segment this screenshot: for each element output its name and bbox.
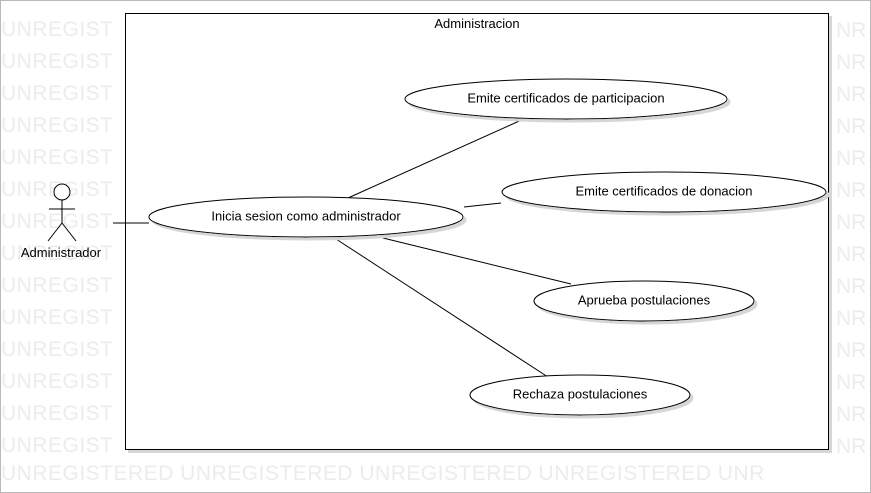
use-case-label: Inicia sesion como administrador: [211, 208, 401, 223]
use-case-donacion[interactable]: Emite certificados de donacion: [501, 171, 827, 213]
use-case-label: Rechaza postulaciones: [513, 386, 648, 401]
watermark-right: NR NR NR NR NR NR NR NR NR NR NR NR NR NR: [836, 19, 866, 458]
watermark-text: UNREGIST: [1, 434, 114, 457]
association-login-donacion: [463, 202, 502, 208]
watermark-text: UNREGIST: [1, 306, 114, 329]
associations: [113, 117, 572, 380]
association-login-rechaza: [335, 238, 552, 380]
watermark-text: UNREGIST: [1, 210, 114, 233]
svg-text:NR: NR: [836, 51, 866, 74]
svg-text:NR: NR: [836, 83, 866, 106]
watermark-text: UNREGIST: [1, 50, 114, 73]
use-case-rechaza[interactable]: Rechaza postulaciones: [469, 374, 691, 416]
svg-text:NR: NR: [836, 243, 866, 266]
actor-administrador[interactable]: Administrador: [21, 183, 102, 260]
actor-label: Administrador: [21, 245, 102, 260]
watermark-text: UNREGIST: [1, 146, 114, 169]
use-case-participacion[interactable]: Emite certificados de participacion: [404, 78, 728, 120]
watermark-text: UNREGIST: [1, 274, 114, 297]
svg-text:NR: NR: [836, 435, 866, 458]
svg-text:NR: NR: [836, 371, 866, 394]
svg-text:NR: NR: [836, 339, 866, 362]
watermark-text: UNREGIST: [1, 18, 114, 41]
use-case-login[interactable]: Inicia sesion como administrador: [148, 196, 464, 238]
use-case-aprueba[interactable]: Aprueba postulaciones: [533, 280, 755, 322]
association-login-aprueba: [382, 237, 572, 285]
use-case-label: Emite certificados de participacion: [467, 90, 664, 105]
use-case-label: Aprueba postulaciones: [578, 292, 711, 307]
watermark-text: UNREGIST: [1, 242, 114, 265]
system-boundary-title: Administracion: [434, 16, 519, 31]
svg-text:NR: NR: [836, 179, 866, 202]
watermark-text: UNREGIST: [1, 338, 114, 361]
svg-text:NR: NR: [836, 275, 866, 298]
watermark-text: UNREGIST: [1, 370, 114, 393]
stick-figure-icon: [47, 183, 77, 242]
svg-text:NR: NR: [836, 211, 866, 234]
svg-text:NR: NR: [836, 115, 866, 138]
watermark-text: UNREGISTERED UNREGISTERED UNREGISTERED U…: [1, 462, 765, 485]
association-login-participacion: [347, 117, 527, 199]
svg-text:NR: NR: [836, 307, 866, 330]
watermark-text: UNREGIST: [1, 402, 114, 425]
use-case-label: Emite certificados de donacion: [575, 183, 752, 198]
svg-text:NR: NR: [836, 19, 866, 42]
svg-text:NR: NR: [836, 403, 866, 426]
svg-text:NR: NR: [836, 147, 866, 170]
watermark-text: UNREGIST: [1, 114, 114, 137]
watermark-text: UNREGIST: [1, 82, 114, 105]
